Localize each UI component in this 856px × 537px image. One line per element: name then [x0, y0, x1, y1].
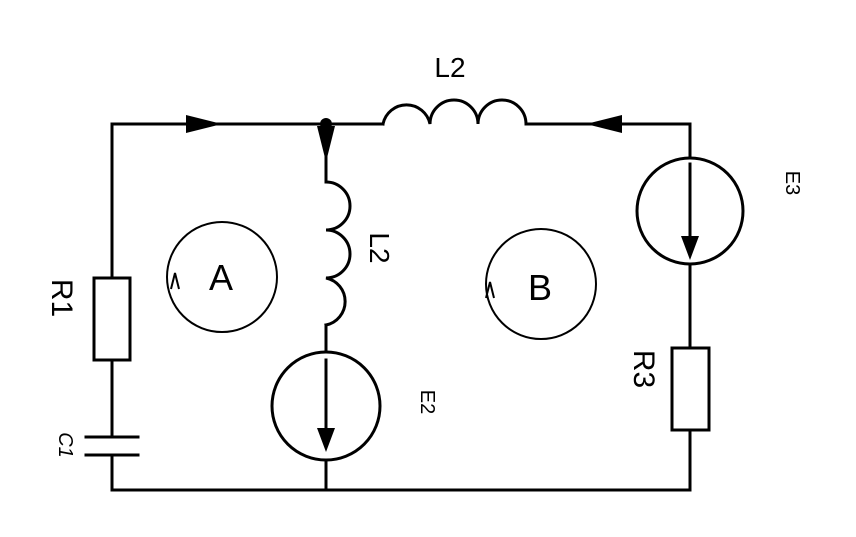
label-c1: C1 [54, 432, 76, 458]
wires [110, 122, 692, 492]
label-r1: R1 [45, 279, 78, 317]
inductor-l2-middle [324, 180, 352, 327]
resistor-r1 [92, 276, 132, 362]
current-arrow-middle [317, 126, 335, 162]
capacitor-c1 [84, 435, 140, 457]
loop-a [166, 221, 278, 333]
label-l2-top: L2 [434, 52, 465, 83]
label-loop-a: A [209, 257, 233, 298]
label-loop-b: B [528, 267, 552, 308]
label-e2: E2 [416, 390, 438, 414]
label-l2-middle: L2 [364, 232, 395, 263]
current-arrow-left-top [186, 115, 222, 133]
label-e3: E3 [781, 171, 803, 195]
voltage-source-e3 [635, 156, 745, 266]
inductor-l2-top [381, 98, 528, 126]
current-arrow-right-top [586, 115, 622, 133]
voltage-source-e2 [270, 350, 382, 462]
label-r3: R3 [627, 350, 660, 388]
loop-b [485, 228, 597, 340]
resistor-r3 [670, 346, 711, 432]
